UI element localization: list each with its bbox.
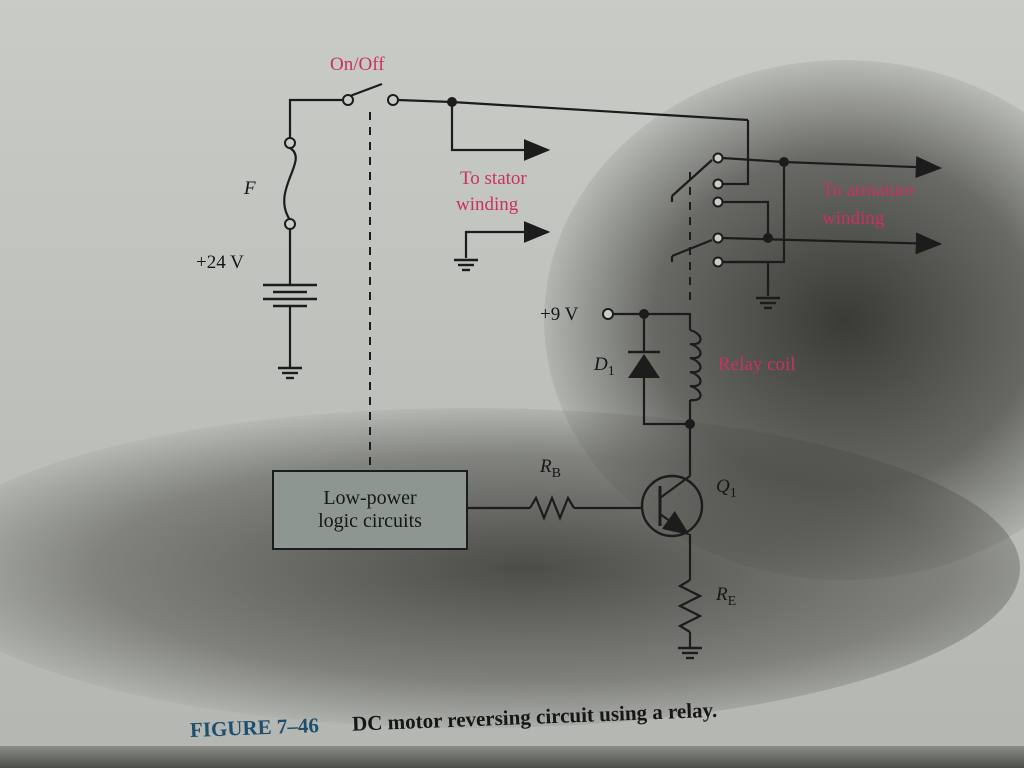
stator-ground [452,221,551,272]
page-edge [0,746,1024,768]
re-label: RE [715,584,736,609]
stator-label-2: winding [456,194,519,215]
on-off-switch [288,82,453,138]
diode-label: D1 [593,354,615,379]
relay-coil-label: Relay coil [718,354,796,375]
battery-24v [263,229,317,380]
logic-label-line2: logic circuits [318,510,422,532]
transistor-q1 [640,424,704,580]
supply-9v-label: +9 V [540,304,579,325]
q1-label: Q1 [716,476,737,501]
relay-contacts [670,152,943,310]
fuse [283,137,297,230]
stator-label-1: To stator [460,168,527,189]
switch-label: On/Off [330,54,385,75]
supply-24v-label: +24 V [196,252,244,273]
logic-circuits-block: Low-power logic circuits [272,470,468,550]
top-bus-wire [447,97,750,186]
armature-label-1: To armature [822,180,914,201]
rb-label: RB [539,456,561,481]
figure-number: FIGURE 7–46 [189,713,320,742]
armature-label-2: winding [822,208,885,229]
relay-coil-branch [602,308,702,429]
logic-label-line1: Low-power [323,487,417,509]
emitter-resistor-re [676,579,704,660]
base-resistor-rb [468,495,642,521]
fuse-label: F [243,178,256,199]
